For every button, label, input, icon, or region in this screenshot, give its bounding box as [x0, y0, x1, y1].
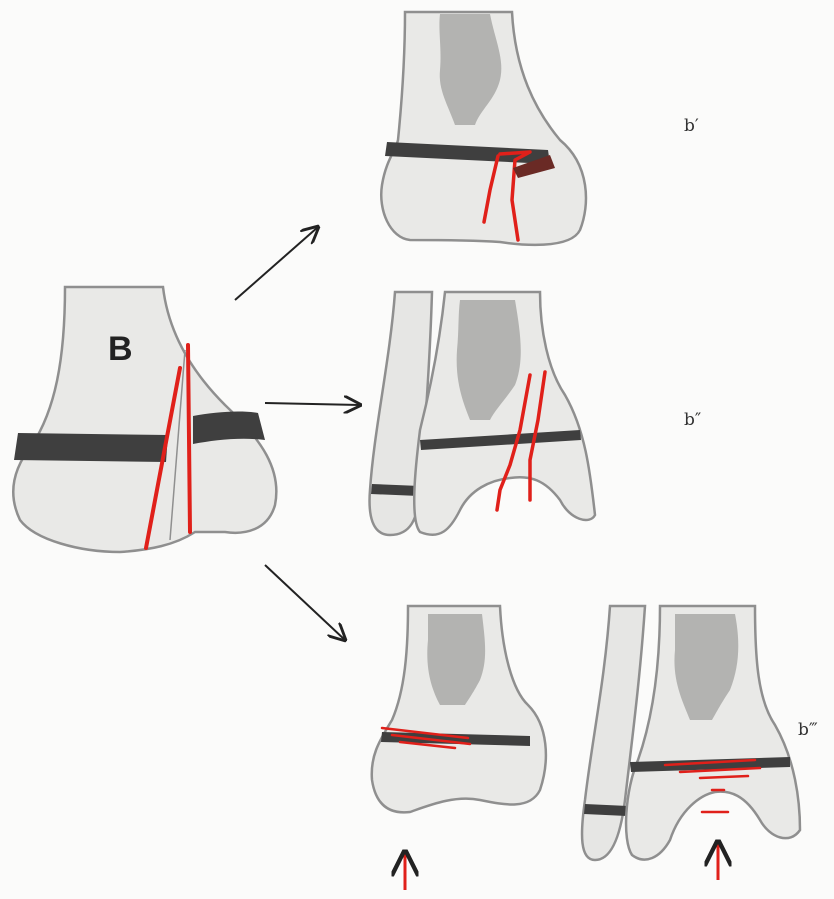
- arrow-up-right-icon: [235, 227, 318, 300]
- main-physis-left: [14, 433, 168, 462]
- label-main-bone: B: [108, 330, 133, 369]
- fibula-b2-physis: [371, 484, 420, 496]
- fibula-b3-physis: [584, 804, 628, 816]
- arrow-right-icon: [265, 403, 360, 405]
- main-bone-b: [13, 287, 276, 552]
- label-b-prime: b′: [684, 116, 699, 136]
- label-b-double-prime: b″: [684, 410, 701, 430]
- bone-b-prime: [381, 12, 586, 245]
- label-b-triple-prime: b‴: [798, 720, 818, 740]
- bone-b-double-prime: [370, 292, 595, 535]
- bone-b-triple-prime-left: [372, 606, 546, 890]
- main-fracture-line-2: [188, 345, 190, 532]
- bone-b-triple-prime-right: [582, 606, 800, 880]
- arrow-down-right-icon: [265, 565, 345, 640]
